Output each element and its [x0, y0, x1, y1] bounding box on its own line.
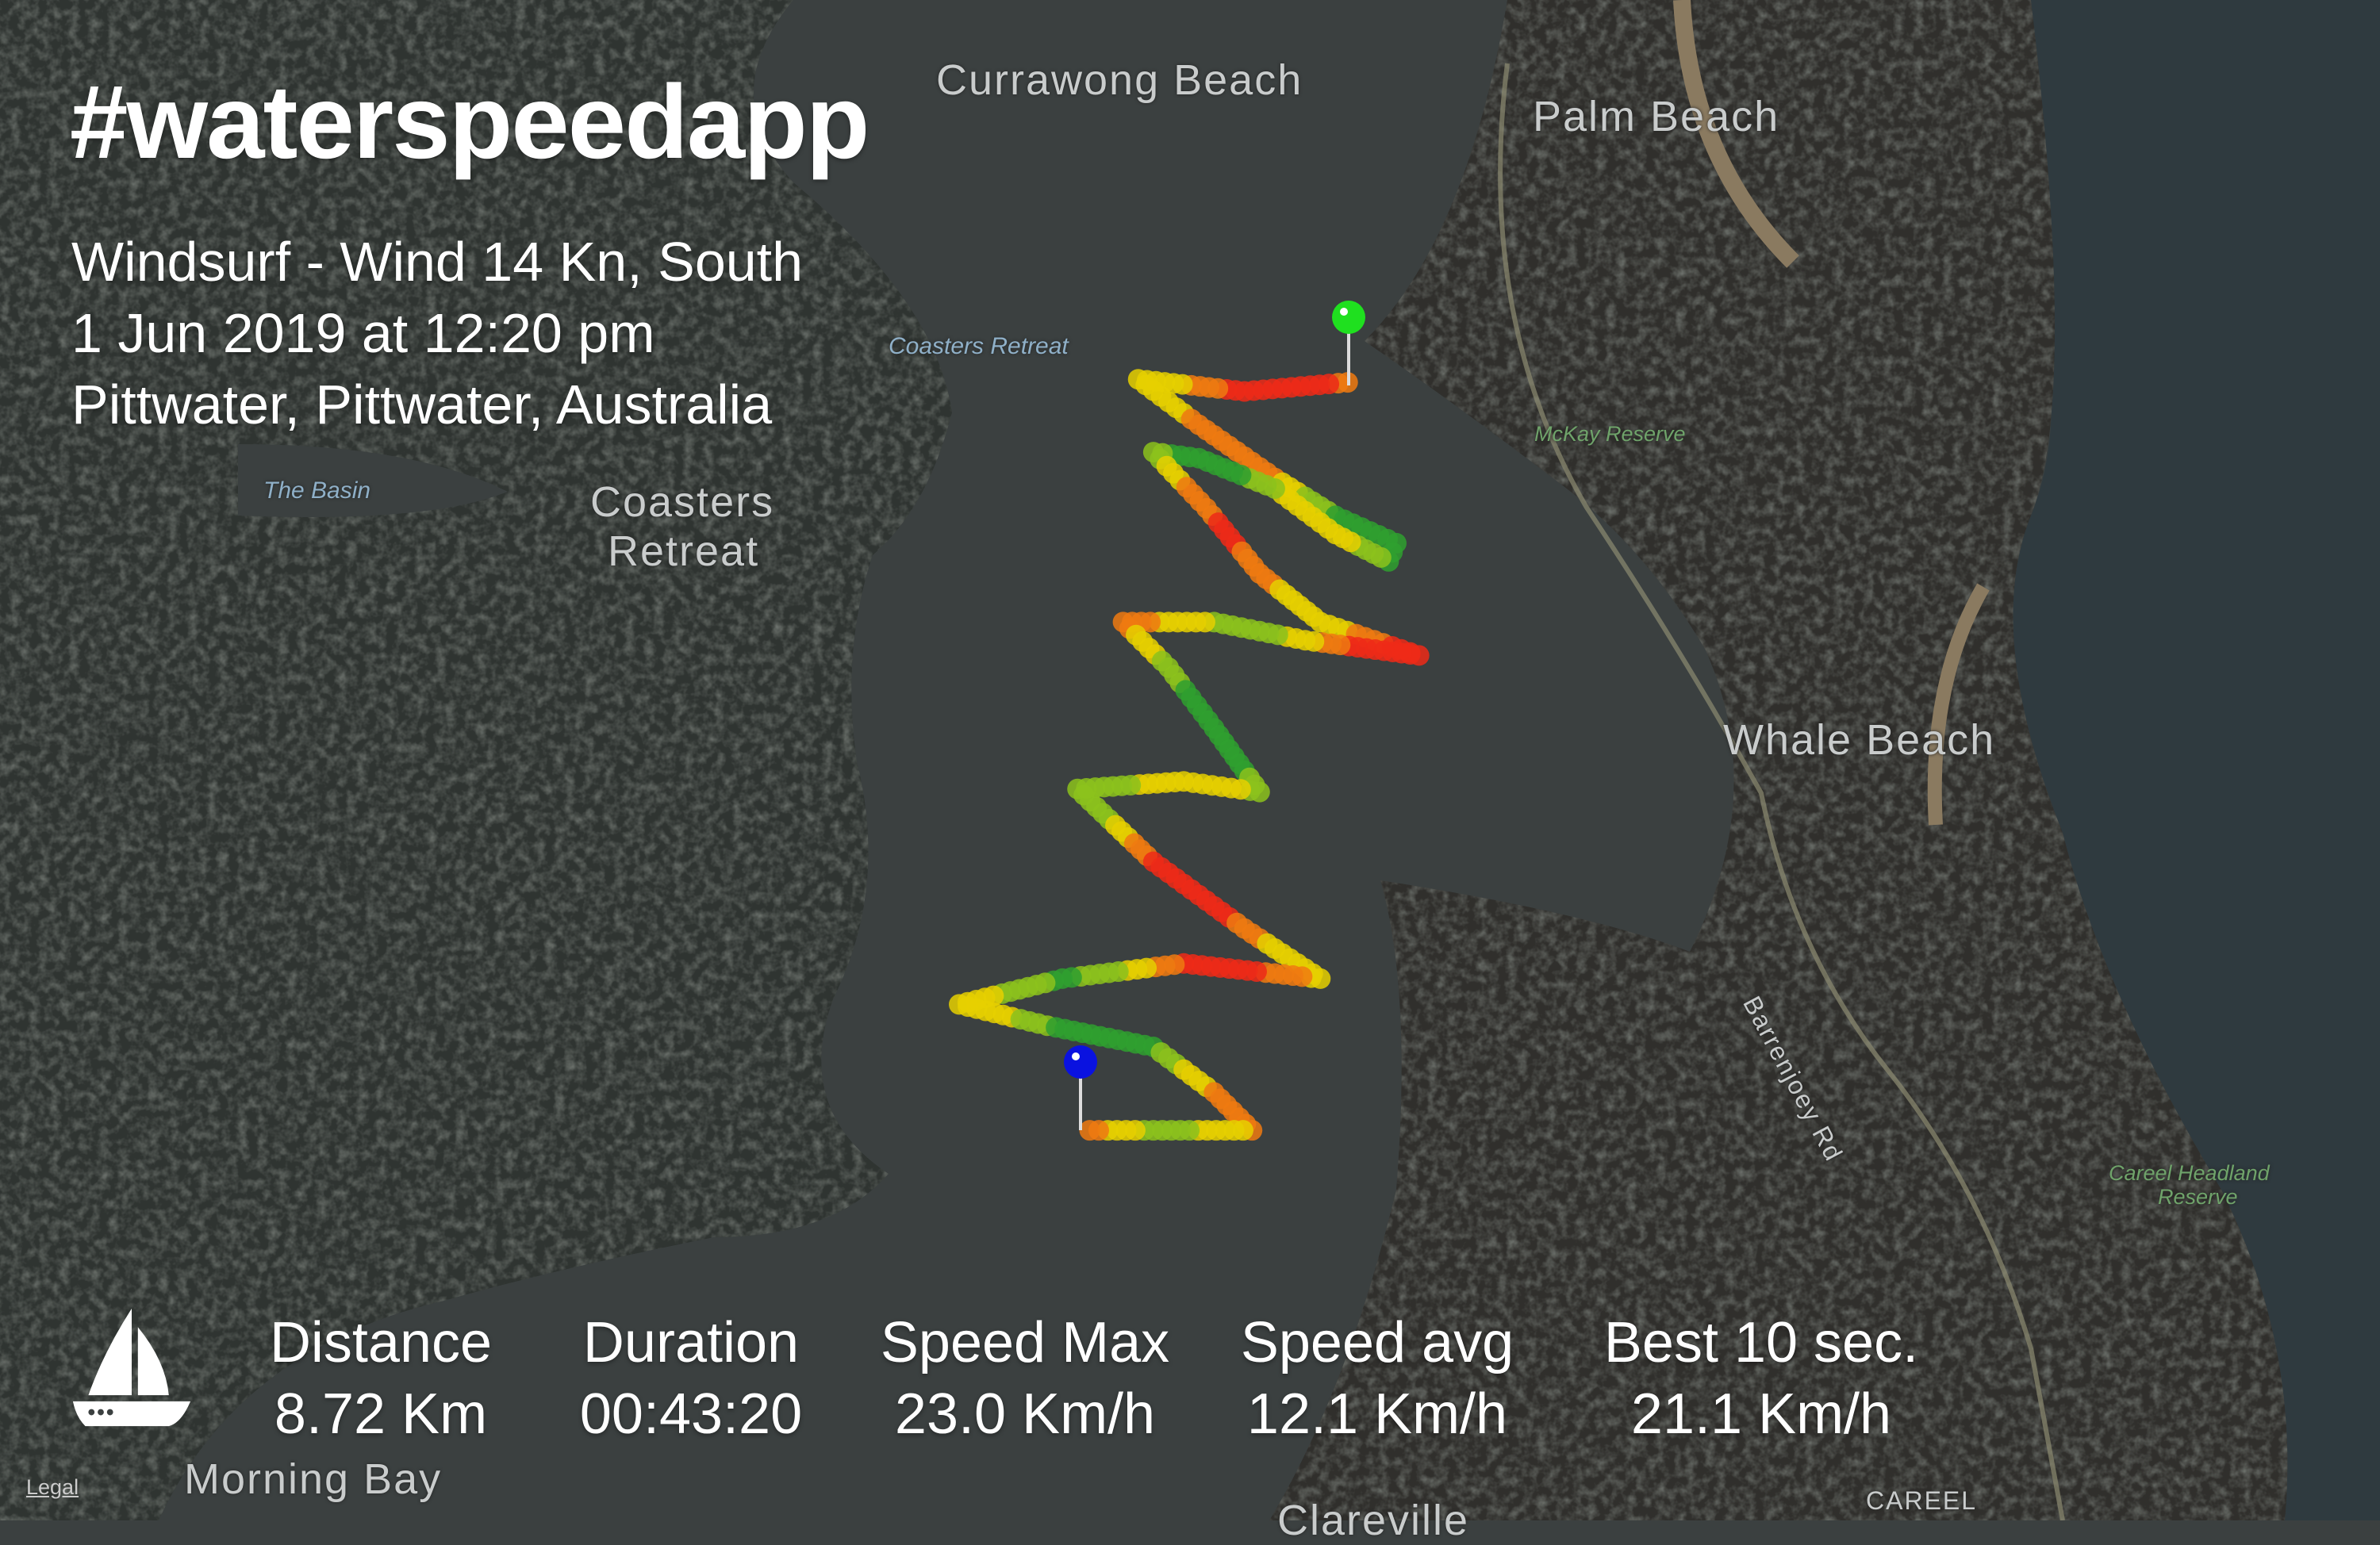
- stat-label: Speed Max: [850, 1307, 1200, 1378]
- stat-speed-max: Speed Max 23.0 Km/h: [850, 1307, 1200, 1450]
- activity-location: Pittwater, Pittwater, Australia: [71, 373, 772, 436]
- stat-value: 23.0 Km/h: [850, 1378, 1200, 1450]
- stat-value: 8.72 Km: [206, 1378, 555, 1450]
- stat-duration: Duration 00:43:20: [516, 1307, 866, 1450]
- stat-value: 21.1 Km/h: [1587, 1378, 1936, 1450]
- map-label-coasters-retreat-small: Coasters Retreat: [889, 333, 1069, 360]
- map-label-careel: CAREEL: [1866, 1486, 1977, 1516]
- end-pin-icon[interactable]: [1061, 1043, 1100, 1138]
- map-label-coasters-line2: Retreat: [608, 527, 759, 576]
- stat-value: 00:43:20: [516, 1378, 866, 1450]
- app-hashtag-title: #waterspeedapp: [70, 62, 868, 182]
- legal-link[interactable]: Legal: [26, 1475, 79, 1500]
- stat-label: Speed avg: [1203, 1307, 1552, 1378]
- activity-description: Windsurf - Wind 14 Kn, South: [71, 230, 803, 293]
- stat-label: Distance: [206, 1307, 555, 1378]
- stat-label: Duration: [516, 1307, 866, 1378]
- start-pin-icon[interactable]: [1330, 298, 1368, 393]
- map-label-coasters-line1: Coasters: [590, 477, 774, 527]
- map-label-whale-beach: Whale Beach: [1723, 715, 1995, 765]
- sailboat-icon: [70, 1305, 194, 1429]
- activity-datetime: 1 Jun 2019 at 12:20 pm: [71, 301, 655, 365]
- stat-distance: Distance 8.72 Km: [206, 1307, 555, 1450]
- map-label-morning-bay: Morning Bay: [184, 1455, 442, 1504]
- stat-speed-avg: Speed avg 12.1 Km/h: [1203, 1307, 1552, 1450]
- map-label-careel-reserve: Reserve: [2158, 1185, 2238, 1210]
- map-label-mckay-reserve: McKay Reserve: [1534, 422, 1686, 447]
- map-label-careel-headland: Careel Headland: [2109, 1161, 2270, 1186]
- map-label-currawong: Currawong Beach: [936, 56, 1303, 105]
- map-label-the-basin: The Basin: [263, 477, 370, 504]
- map-label-clareville: Clareville: [1277, 1496, 1469, 1545]
- map-label-palm-beach: Palm Beach: [1533, 92, 1779, 141]
- stat-best-10-sec: Best 10 sec. 21.1 Km/h: [1587, 1307, 1936, 1450]
- stat-label: Best 10 sec.: [1587, 1307, 1936, 1378]
- stat-value: 12.1 Km/h: [1203, 1378, 1552, 1450]
